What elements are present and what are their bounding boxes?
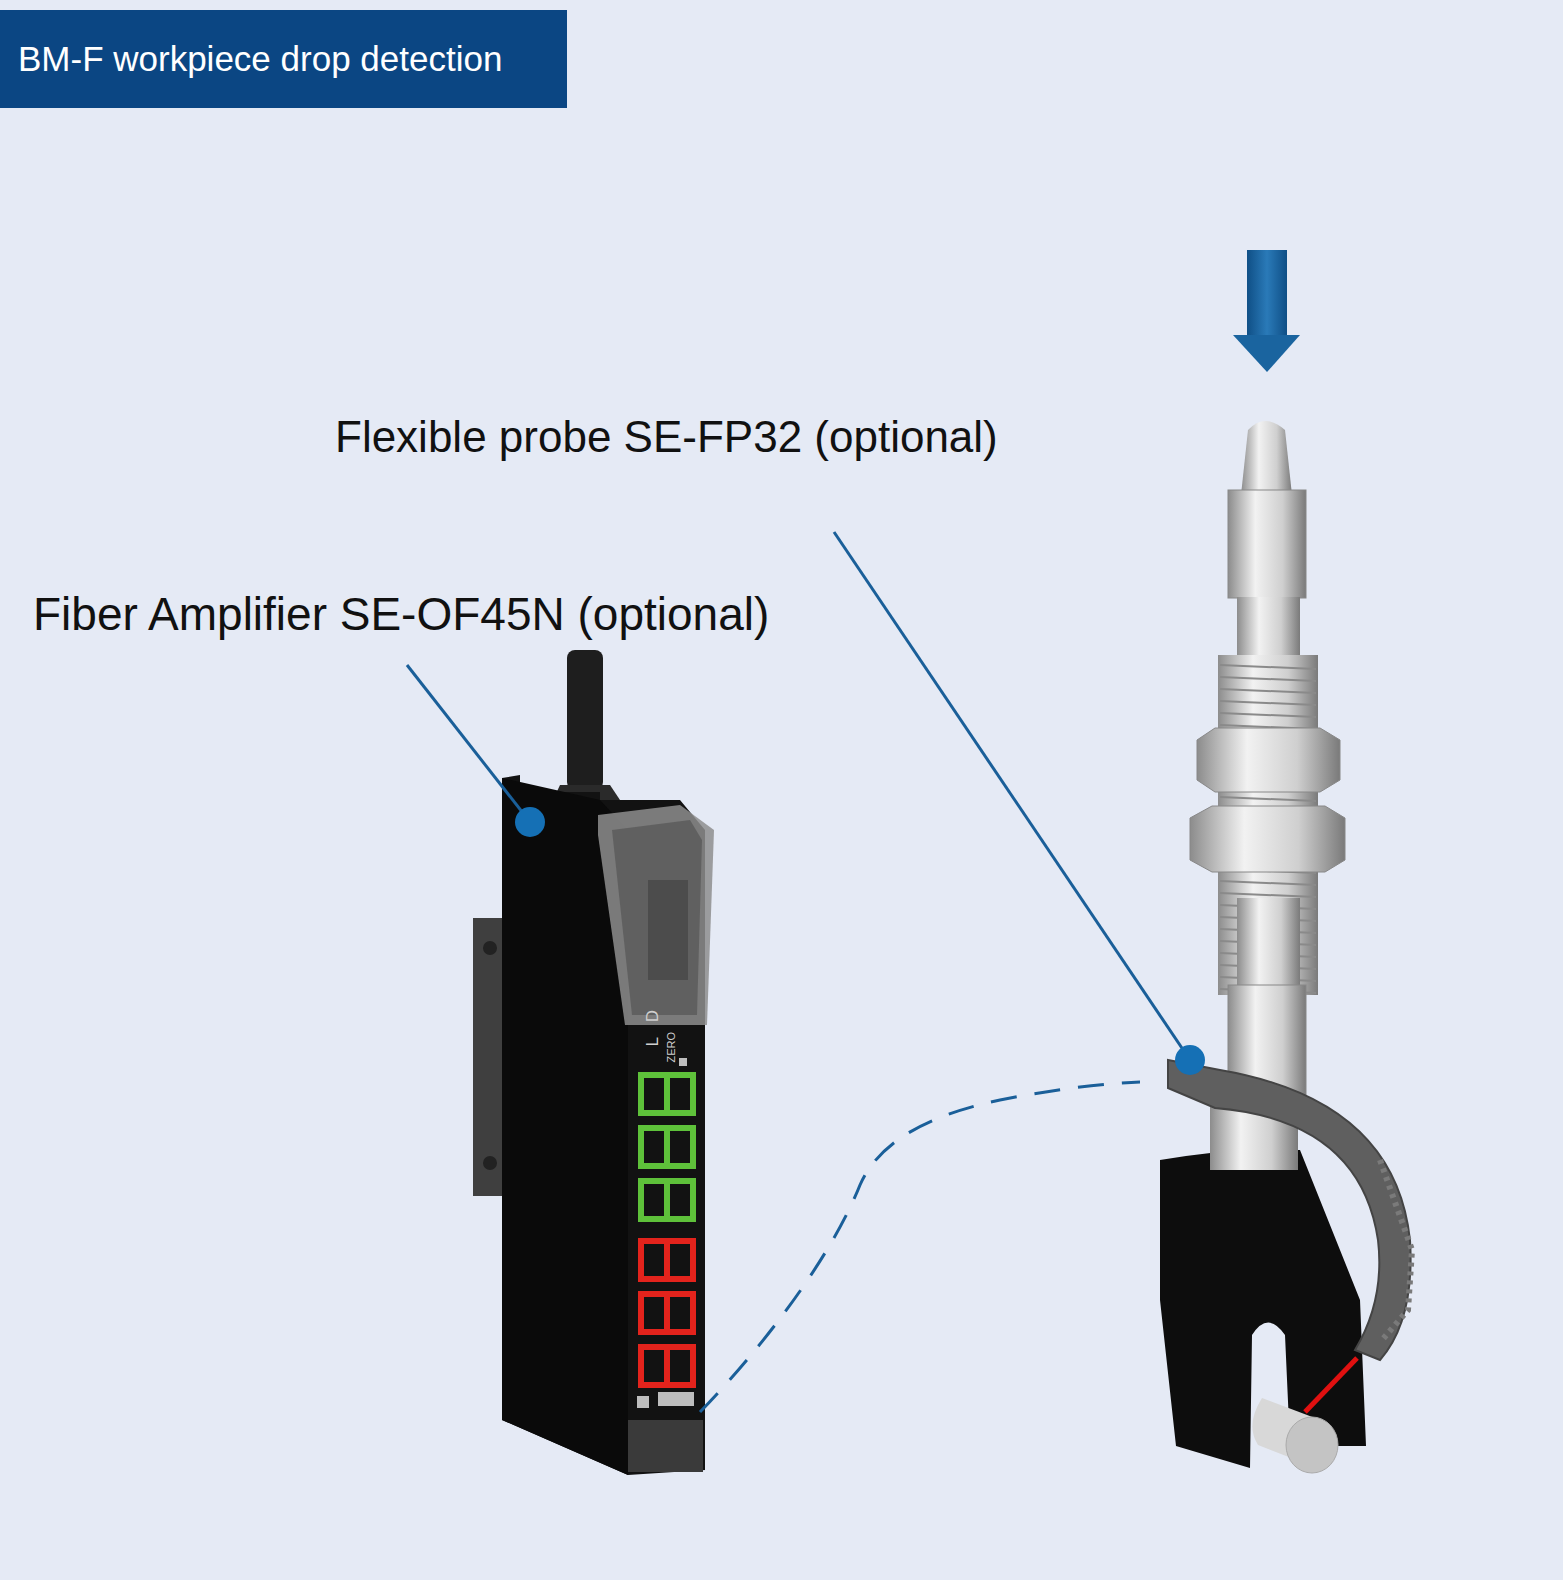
- display-segment: [638, 1238, 644, 1282]
- display-segment: [667, 1216, 696, 1222]
- display-segment: [667, 1163, 696, 1169]
- seven-segment-display: [638, 1072, 696, 1388]
- display-segment: [638, 1072, 644, 1116]
- display-segment: [638, 1125, 644, 1169]
- thread-line: [1220, 713, 1316, 717]
- display-segment: [638, 1291, 644, 1335]
- leader-dot: [1175, 1045, 1205, 1075]
- display-segment: [638, 1110, 667, 1116]
- display-segment: [638, 1238, 667, 1244]
- part-label: Flexible probe SE-FP32 (optional): [335, 413, 998, 461]
- display-segment: [690, 1344, 696, 1388]
- display-segment: [690, 1125, 696, 1169]
- device-marking: D: [644, 1010, 663, 1022]
- fiber-cable: [700, 1082, 1140, 1412]
- thread-line: [1220, 689, 1316, 693]
- leader-line: [834, 532, 1190, 1060]
- display-segment: [638, 1216, 667, 1222]
- fiber-amplifier: [473, 650, 714, 1475]
- part-label: Fiber Amplifier SE-OF45N (optional): [33, 589, 769, 640]
- display-segment: [690, 1238, 696, 1282]
- display-segment: [664, 1344, 670, 1388]
- display-segment: [667, 1110, 696, 1116]
- title: BM-F workpiece drop detection: [18, 39, 502, 79]
- display-segment: [638, 1178, 667, 1184]
- thread-line: [1220, 881, 1316, 885]
- thread-line: [1220, 893, 1316, 897]
- display-segment: [690, 1072, 696, 1116]
- display-segment: [664, 1178, 670, 1222]
- display-segment: [664, 1238, 670, 1282]
- display-segment: [667, 1329, 696, 1335]
- thread-line: [1220, 665, 1316, 669]
- display-segment: [638, 1178, 644, 1222]
- display-segment: [667, 1344, 696, 1350]
- display-segment: [638, 1276, 667, 1282]
- display-segment: [638, 1382, 667, 1388]
- display-segment: [638, 1125, 667, 1131]
- display-segment: [638, 1329, 667, 1335]
- thread-line: [1220, 701, 1316, 705]
- display-segment: [667, 1276, 696, 1282]
- display-segment: [667, 1072, 696, 1078]
- device-marking: L: [644, 1037, 663, 1046]
- display-segment: [638, 1163, 667, 1169]
- display-segment: [638, 1291, 667, 1297]
- display-segment: [667, 1178, 696, 1184]
- display-segment: [638, 1344, 644, 1388]
- leader-line: [407, 665, 530, 822]
- display-segment: [664, 1072, 670, 1116]
- display-segment: [638, 1072, 667, 1078]
- title-band: BM-F workpiece drop detection: [0, 10, 567, 108]
- thread-line: [1220, 677, 1316, 681]
- thread-line: [1220, 797, 1316, 801]
- leader-dot: [515, 807, 545, 837]
- display-segment: [667, 1125, 696, 1131]
- device-marking: ZERO: [665, 1032, 677, 1063]
- display-segment: [664, 1125, 670, 1169]
- display-segment: [664, 1291, 670, 1335]
- display-segment: [638, 1344, 667, 1350]
- display-segment: [690, 1178, 696, 1222]
- vacuum-pad-assembly: [1160, 250, 1412, 1473]
- display-segment: [667, 1291, 696, 1297]
- display-segment: [667, 1382, 696, 1388]
- display-segment: [667, 1238, 696, 1244]
- display-segment: [690, 1291, 696, 1335]
